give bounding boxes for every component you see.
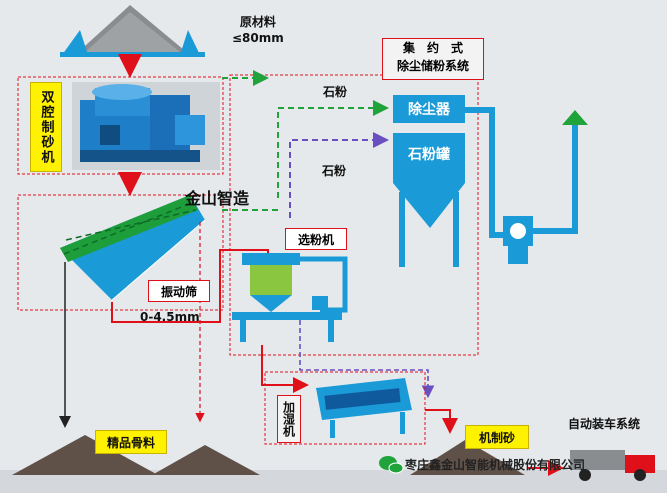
green-dash-powder — [277, 100, 389, 198]
wechat-icon — [379, 456, 404, 474]
dust-system-title: 集 约 式 除尘储粉系统 — [382, 38, 484, 80]
dust-system-box — [229, 74, 479, 356]
raw-material-pile — [60, 5, 205, 57]
pile-fine-aggregate — [12, 435, 158, 475]
screen-box — [17, 194, 224, 311]
humidifier-label: 加湿机 — [277, 395, 301, 443]
ground — [0, 470, 667, 493]
fan-exhaust — [465, 107, 588, 264]
purple-dash-to-sand — [299, 312, 435, 399]
raw-material-label: 原材料 ≤80mm — [232, 14, 284, 46]
dust-collector-label: 除尘器 — [408, 102, 450, 118]
arrow-to-machine-sand — [425, 409, 458, 434]
auto-loading-label: 自动装车系统 — [568, 417, 641, 431]
separator-label: 选粉机 — [285, 228, 347, 250]
pile-two — [152, 445, 260, 475]
fine-aggregate-label: 精品骨料 — [95, 430, 167, 454]
stone-powder-mid-label: 石粉 — [322, 164, 347, 178]
brand-watermark: 金山智造 — [185, 189, 250, 208]
raw-material-line2: ≤80mm — [232, 31, 284, 45]
purple-dash-separator — [289, 132, 389, 218]
company-name: 枣庄鑫金山智能机械股份有限公司 — [405, 458, 586, 472]
dust-system-line1: 集 约 式 — [402, 41, 463, 55]
powder-tank-label: 石粉罐 — [408, 147, 450, 163]
raw-material-line1: 原材料 — [239, 15, 276, 29]
humidifier-box — [264, 371, 426, 445]
humidifier-machine — [316, 378, 412, 438]
arrow-separator-to-humidifier — [261, 345, 309, 393]
dust-system-line2: 除尘储粉系统 — [396, 59, 469, 73]
separator-machine — [232, 253, 348, 342]
size-range-label: 0-4.5mm — [140, 310, 200, 324]
vibrating-screen-label: 振动筛 — [148, 280, 210, 302]
dust-collector-tank — [393, 95, 465, 267]
truck-icon — [570, 450, 655, 481]
crusher-label: 双腔制砂机 — [30, 82, 62, 172]
pile-machine-sand — [410, 440, 525, 475]
vibrating-screen-graphic — [60, 195, 206, 301]
machine-sand-label: 机制砂 — [465, 425, 529, 449]
crusher-box — [17, 76, 224, 175]
crusher-machine — [72, 82, 220, 170]
stone-powder-top-label: 石粉 — [323, 85, 348, 99]
